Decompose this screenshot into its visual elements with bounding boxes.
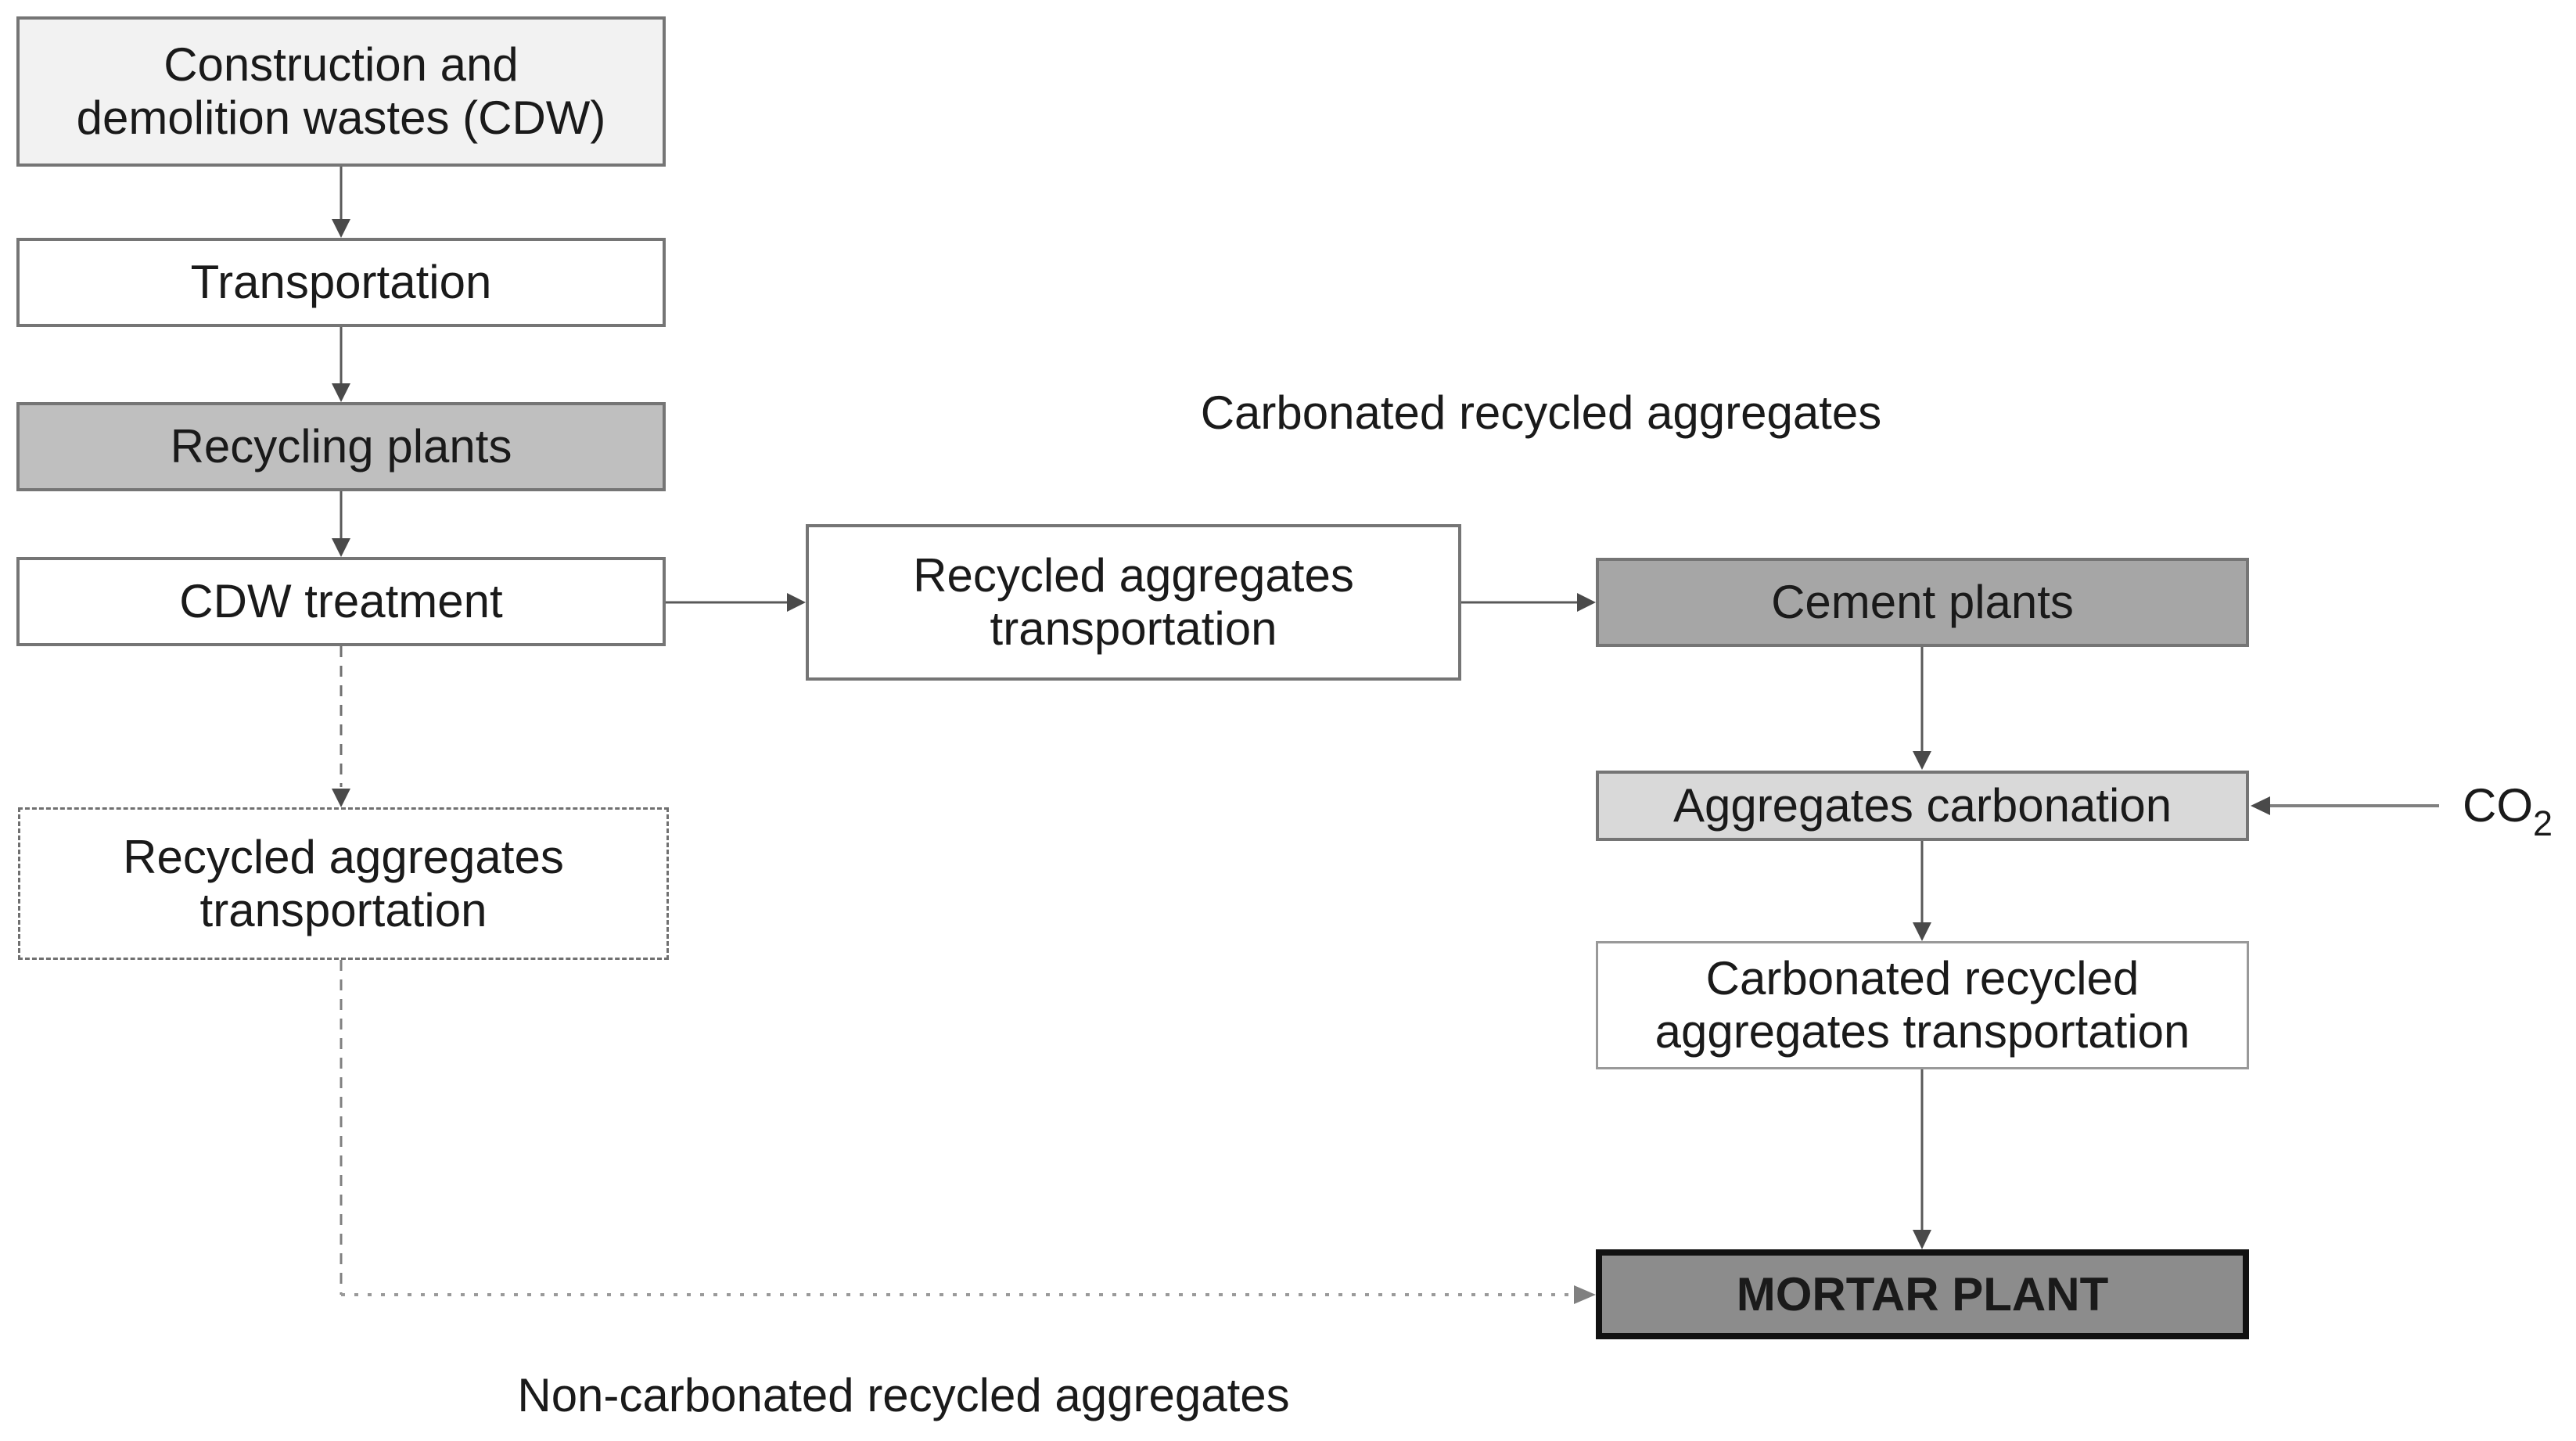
node-noncarbonated-ra-transportation-line1: Recycled aggregates xyxy=(123,830,564,883)
node-aggregates-carbonation: Aggregates carbonation xyxy=(1596,771,2249,841)
arrow-transportation-to-recycling xyxy=(332,327,350,402)
node-carbonated-ra-transportation: Carbonated recycled aggregates transport… xyxy=(1596,941,2249,1069)
node-cdw-treatment-label: CDW treatment xyxy=(179,575,503,627)
path-noncarbonated-to-mortar xyxy=(340,960,1596,1304)
node-recycling-plants-label: Recycling plants xyxy=(170,420,512,473)
node-mortar-plant-label: MORTAR PLANT xyxy=(1736,1267,2109,1321)
node-cdw-source-label-line1: Construction and xyxy=(163,38,519,91)
arrow-co2-to-carbonation xyxy=(2251,796,2439,815)
node-ra-transportation: Recycled aggregates transportation xyxy=(806,524,1461,681)
arrow-cement-to-carbonation xyxy=(1913,647,1931,770)
node-transportation: Transportation xyxy=(16,238,666,327)
arrow-recycling-to-treatment xyxy=(332,491,350,557)
node-cdw-source: Construction and demolition wastes (CDW) xyxy=(16,16,666,167)
node-aggregates-carbonation-label: Aggregates carbonation xyxy=(1672,779,2172,832)
node-ra-transportation-line2: transportation xyxy=(990,602,1277,655)
arrow-cdw-to-transportation xyxy=(332,167,350,238)
co2-label-subscript: 2 xyxy=(2533,803,2553,843)
node-carbonated-ra-transportation-line2: aggregates transportation xyxy=(1654,1005,2190,1058)
node-cdw-source-label-line2: demolition wastes (CDW) xyxy=(76,92,606,144)
node-cement-plants: Cement plants xyxy=(1596,558,2249,647)
arrow-ra-transportation-to-cement xyxy=(1461,593,1596,612)
carbonated-path-label: Carbonated recycled aggregates xyxy=(1200,386,1882,439)
node-noncarbonated-ra-transportation: Recycled aggregates transportation xyxy=(18,807,669,960)
node-cement-plants-label: Cement plants xyxy=(1771,576,2074,628)
arrow-treatment-to-ra-transportation xyxy=(663,593,806,612)
co2-label: CO2 xyxy=(2463,779,2553,841)
node-carbonated-ra-transportation-line1: Carbonated recycled xyxy=(1705,952,2139,1004)
arrow-carbonation-to-carbonated-transport xyxy=(1913,841,1931,941)
node-transportation-label: Transportation xyxy=(190,256,492,308)
node-cdw-treatment: CDW treatment xyxy=(16,557,666,646)
node-ra-transportation-line1: Recycled aggregates xyxy=(913,549,1354,602)
arrow-treatment-to-noncarbonated-dashed xyxy=(332,646,350,807)
non-carbonated-path-label: Non-carbonated recycled aggregates xyxy=(517,1369,1290,1421)
node-recycling-plants: Recycling plants xyxy=(16,402,666,491)
arrow-carbonated-transport-to-mortar xyxy=(1913,1069,1931,1249)
node-mortar-plant: MORTAR PLANT xyxy=(1596,1249,2249,1339)
node-noncarbonated-ra-transportation-line2: transportation xyxy=(199,883,487,936)
co2-label-text: CO xyxy=(2463,779,2533,832)
